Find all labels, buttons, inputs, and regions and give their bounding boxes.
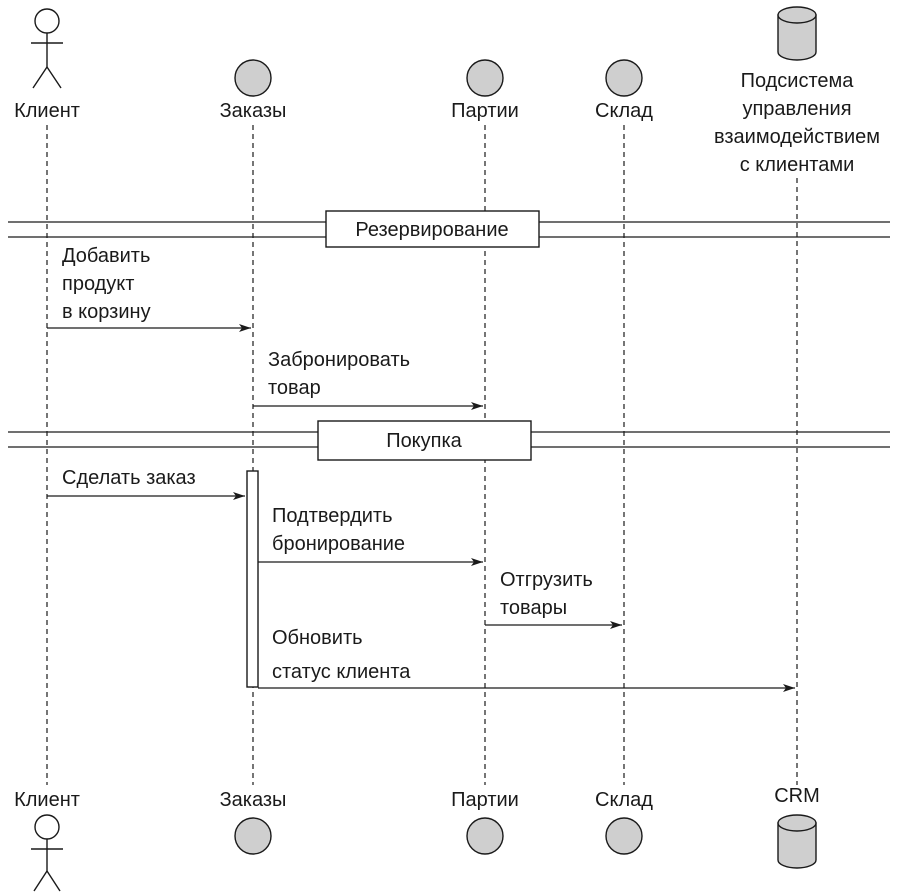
message-label: товар [268,377,321,399]
section-label-reservation: Резервирование [355,219,508,241]
entity-circle-icon [234,817,272,855]
message-label: продукт [62,273,134,295]
participant-orders-bottom: Заказы [220,789,287,855]
section-box-purchase [317,420,532,461]
entity-circle-icon [605,59,643,97]
entity-circle-icon [605,817,643,855]
message-add-to-cart: Добавить продукт в корзину [47,245,251,332]
actor-icon [31,8,63,89]
message-update-client-status: Обновить статус клиента [258,627,795,692]
database-icon [777,814,817,869]
participant-label: взаимодействием [714,126,880,148]
message-label: Добавить [62,245,150,267]
participant-label: Подсистема [741,70,855,92]
message-ship-goods: Отгрузить товары [485,569,622,629]
message-place-order: Сделать заказ [47,467,245,500]
participant-label: Партии [451,789,519,811]
message-reserve-goods: Забронировать товар [253,349,483,410]
participant-orders-top: Заказы [220,59,287,122]
participant-label: Склад [595,789,653,811]
entity-circle-icon [466,817,504,855]
participant-label: Заказы [220,100,287,122]
participant-client-bottom: Клиент [14,789,80,892]
participant-label: Заказы [220,789,287,811]
participant-label: управления [742,98,851,120]
entity-circle-icon [234,59,272,97]
participant-label: Клиент [14,789,80,811]
participant-warehouse-bottom: Склад [595,789,653,855]
section-frame-purchase: Покупка [8,420,890,461]
participant-crm-top: Подсистема управления взаимодействием с … [714,6,880,176]
participant-label: Партии [451,100,519,122]
participant-warehouse-top: Склад [595,59,653,122]
message-label: статус клиента [272,661,411,683]
message-label: в корзину [62,301,151,323]
participant-client-top: Клиент [14,8,80,122]
participant-label: CRM [774,785,820,807]
message-confirm-reservation: Подтвердить бронирование [258,505,483,566]
section-box-reservation [325,210,540,248]
participant-batches-top: Партии [451,59,519,122]
activation-bar-orders [246,470,259,688]
section-label-purchase: Покупка [386,430,462,452]
participant-label: Клиент [14,100,80,122]
message-label: товары [500,597,567,619]
database-icon [777,6,817,61]
participant-label: с клиентами [740,154,855,176]
participant-crm-bottom: CRM [774,785,820,869]
message-label: Отгрузить [500,569,593,591]
entity-circle-icon [466,59,504,97]
section-frame-reservation: Резервирование [8,210,890,248]
participant-batches-bottom: Партии [451,789,519,855]
participant-label: Склад [595,100,653,122]
message-label: Забронировать [268,349,410,371]
message-label: Обновить [272,627,363,649]
message-label: Подтвердить [272,505,393,527]
message-label: Сделать заказ [62,467,196,489]
message-label: бронирование [272,533,405,555]
actor-icon [31,814,63,892]
